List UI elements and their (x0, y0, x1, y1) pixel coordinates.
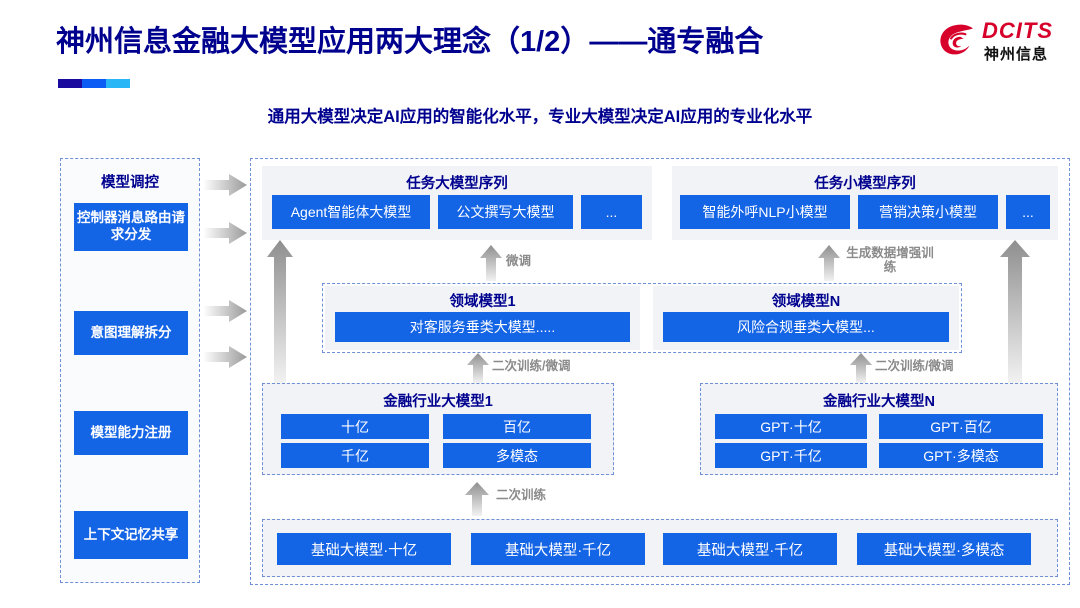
arrow-up-icon-tall-right (1000, 240, 1030, 383)
arrow-right-icon-4 (203, 346, 247, 368)
industry-n-chip-hundred-billion[interactable]: GPT·千亿 (715, 443, 867, 468)
task-sequence-small-title: 任务小模型序列 (814, 176, 916, 192)
dcits-logo: DCITS 神州信息 (936, 14, 1066, 70)
task-chip-outbound-nlp[interactable]: 智能外呼NLP小模型 (680, 195, 850, 229)
base-model-chip-4[interactable]: 基础大模型·多模态 (857, 533, 1031, 565)
page-subtitle: 通用大模型决定AI应用的智能化水平，专业大模型决定AI应用的专业化水平 (267, 108, 813, 126)
industry-1-chip-multimodal[interactable]: 多模态 (443, 443, 591, 468)
domain-model-n-title: 领域模型N (771, 294, 841, 310)
control-item-intent[interactable]: 意图理解拆分 (74, 311, 188, 355)
domain-model-1-title: 领域模型1 (449, 294, 516, 310)
industry-model-n-title: 金融行业大模型N (823, 394, 935, 410)
arrow-up-icon-retrain-base (465, 482, 489, 516)
logo-swirl-icon (940, 24, 973, 55)
industry-model-1: 金融行业大模型1 十亿 百亿 千亿 多模态 (262, 383, 614, 475)
accent-segment-2 (82, 79, 106, 88)
task-sequence-large-title: 任务大模型序列 (406, 176, 508, 192)
arrow-up-icon-retrain-right (850, 353, 872, 383)
accent-segment-1 (58, 79, 82, 88)
arrow-right-icon-1 (203, 174, 247, 196)
arrow-up-icon-data-augment (818, 245, 840, 281)
industry-1-chip-hundred-billion[interactable]: 千亿 (281, 443, 429, 468)
accent-segment-3 (106, 79, 130, 88)
arrow-up-icon-retrain-left (467, 353, 489, 383)
arrow-label-fine-tune: 微调 (506, 254, 532, 268)
task-sequence-large: 任务大模型序列 Agent智能体大模型 公文撰写大模型 ... (262, 166, 652, 240)
model-stack-container (250, 158, 1070, 585)
base-model-chip-2[interactable]: 基础大模型·千亿 (471, 533, 645, 565)
industry-1-chip-billion[interactable]: 十亿 (281, 414, 429, 439)
logo-text-en: DCITS (982, 18, 1053, 43)
base-model-chip-1[interactable]: 基础大模型·十亿 (277, 533, 451, 565)
control-item-registry[interactable]: 模型能力注册 (74, 411, 188, 455)
task-chip-more-2[interactable]: ... (1006, 195, 1050, 229)
task-sequence-small: 任务小模型序列 智能外呼NLP小模型 营销决策小模型 ... (672, 166, 1058, 240)
arrow-label-retrain-right: 二次训练/微调 (875, 359, 954, 373)
control-item-router[interactable]: 控制器消息路由请求分发 (74, 203, 188, 251)
task-chip-marketing[interactable]: 营销决策小模型 (858, 195, 998, 229)
domain-model-n: 领域模型N 风险合规垂类大模型... (653, 286, 959, 350)
industry-n-chip-ten-billion[interactable]: GPT·百亿 (879, 414, 1043, 439)
page-title: 神州信息金融大模型应用两大理念（1/2）——通专融合 (56, 26, 764, 58)
arrow-label-retrain-base: 二次训练 (496, 488, 547, 502)
industry-n-chip-billion[interactable]: GPT·十亿 (715, 414, 867, 439)
arrow-up-icon-fine-tune (480, 245, 502, 281)
architecture-diagram: 模型调控 控制器消息路由请求分发 意图理解拆分 模型能力注册 上下文记忆共享 任… (0, 150, 1080, 608)
control-panel-title: 模型调控 (101, 175, 159, 191)
page-header: 神州信息金融大模型应用两大理念（1/2）——通专融合 DCITS 神州信息 通用… (0, 0, 1080, 126)
domain-model-1: 领域模型1 对客服务垂类大模型..... (325, 286, 640, 350)
industry-n-chip-multimodal[interactable]: GPT·多模态 (879, 443, 1043, 468)
control-panel: 模型调控 控制器消息路由请求分发 意图理解拆分 模型能力注册 上下文记忆共享 (60, 158, 200, 583)
industry-1-chip-ten-billion[interactable]: 百亿 (443, 414, 591, 439)
arrow-right-icon-2 (203, 222, 247, 244)
control-item-context[interactable]: 上下文记忆共享 (74, 511, 188, 559)
domain-model-1-chip[interactable]: 对客服务垂类大模型..... (335, 312, 630, 342)
base-model-chip-3[interactable]: 基础大模型·千亿 (663, 533, 837, 565)
task-chip-doc-writing[interactable]: 公文撰写大模型 (438, 195, 573, 229)
arrow-label-retrain-left: 二次训练/微调 (492, 359, 571, 373)
base-model-band: 基础大模型·十亿 基础大模型·千亿 基础大模型·千亿 基础大模型·多模态 (262, 519, 1058, 577)
task-chip-agent[interactable]: Agent智能体大模型 (272, 195, 430, 229)
task-chip-more[interactable]: ... (581, 195, 642, 229)
industry-model-n: 金融行业大模型N GPT·十亿 GPT·百亿 GPT·千亿 GPT·多模态 (700, 383, 1058, 475)
arrow-up-icon-tall-left (267, 240, 293, 383)
industry-model-1-title: 金融行业大模型1 (383, 394, 493, 410)
accent-bar (58, 79, 130, 88)
logo-text-cn: 神州信息 (984, 46, 1049, 63)
arrow-label-data-augment: 生成数据增强训练 (846, 246, 934, 275)
domain-model-band: 领域模型1 对客服务垂类大模型..... 领域模型N 风险合规垂类大模型... (322, 283, 962, 353)
domain-model-n-chip[interactable]: 风险合规垂类大模型... (663, 312, 949, 342)
arrow-right-icon-3 (203, 300, 247, 322)
